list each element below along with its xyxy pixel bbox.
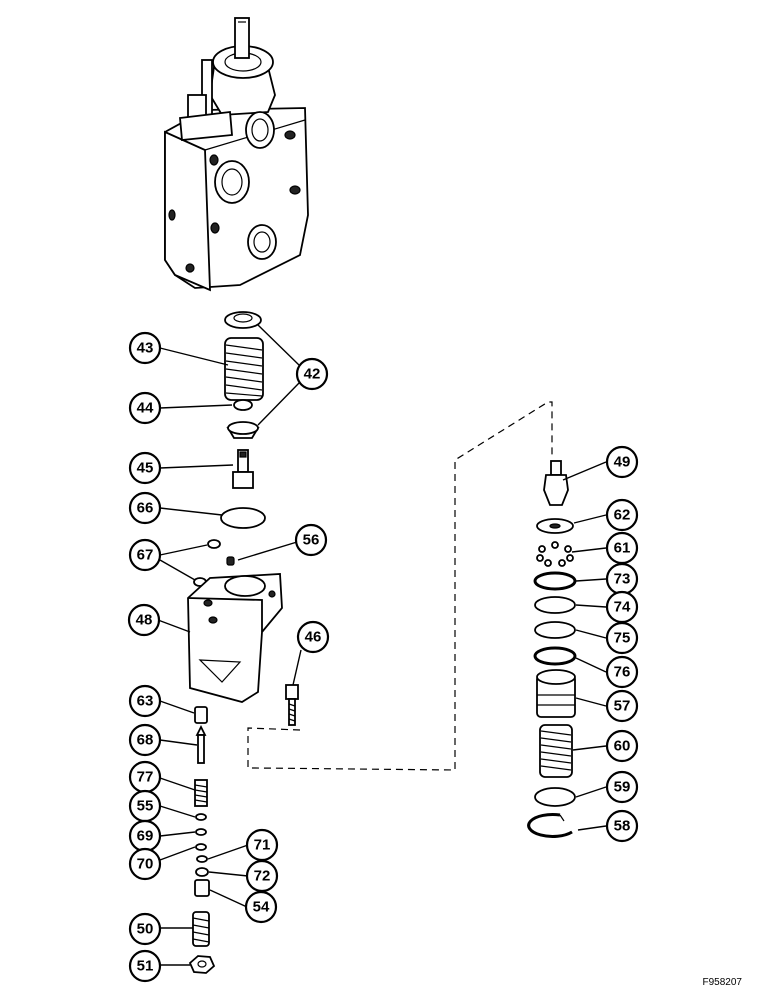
callout-66-label: 66 [137, 500, 154, 517]
ring-69 [195, 828, 207, 836]
callout-55-label: 55 [137, 798, 154, 815]
pin-68 [195, 724, 207, 764]
valve-section-body [164, 17, 309, 292]
callout-57: 57 [605, 689, 639, 723]
callout-51: 51 [128, 949, 162, 983]
detent-sleeve-57 [536, 669, 576, 718]
callout-58-label: 58 [614, 818, 631, 835]
callout-74-label: 74 [614, 599, 631, 616]
callout-70: 70 [128, 847, 162, 881]
spring-77 [194, 779, 208, 807]
callout-70-label: 70 [137, 856, 154, 873]
callout-42-label: 42 [304, 366, 321, 383]
callout-50-label: 50 [137, 921, 154, 938]
bolt-46 [285, 684, 299, 726]
ring-75 [534, 621, 576, 639]
callout-46: 46 [296, 620, 330, 654]
o-ring-67-a [207, 539, 221, 549]
callout-51-label: 51 [137, 958, 154, 975]
callout-48-label: 48 [136, 612, 153, 629]
callout-63-label: 63 [137, 693, 154, 710]
bolt-45 [232, 449, 254, 489]
callout-44: 44 [128, 391, 162, 425]
ring-70 [195, 843, 207, 851]
callout-68: 68 [128, 723, 162, 757]
spring-43 [224, 337, 264, 401]
callout-55: 55 [128, 789, 162, 823]
callout-54: 54 [244, 890, 278, 924]
spring-50 [192, 911, 210, 947]
callout-67: 67 [128, 538, 162, 572]
callout-44-label: 44 [137, 400, 154, 417]
callout-62: 62 [605, 498, 639, 532]
callout-42: 42 [295, 357, 329, 391]
o-ring-66 [220, 507, 266, 529]
callout-56-label: 56 [303, 532, 320, 549]
washer-62 [536, 518, 574, 534]
callout-76-label: 76 [614, 664, 631, 681]
retainer-lower-42 [226, 421, 260, 439]
callout-57-label: 57 [614, 698, 631, 715]
spring-60 [539, 724, 573, 778]
callout-62-label: 62 [614, 507, 631, 524]
callout-49: 49 [605, 445, 639, 479]
nut-51 [188, 955, 216, 974]
callout-71-label: 71 [254, 837, 271, 854]
callout-67-label: 67 [137, 547, 154, 564]
callout-60: 60 [605, 729, 639, 763]
callout-71: 71 [245, 828, 279, 862]
callout-73: 73 [605, 562, 639, 596]
callout-77: 77 [128, 760, 162, 794]
leader-lines [157, 324, 607, 966]
callout-59-label: 59 [614, 779, 631, 796]
callout-61-label: 61 [614, 540, 631, 557]
callout-48: 48 [127, 603, 161, 637]
callout-43: 43 [128, 331, 162, 365]
balls-61 [536, 541, 574, 567]
callout-54-label: 54 [253, 899, 270, 916]
ring-71 [196, 855, 208, 863]
callout-69-label: 69 [137, 828, 154, 845]
callout-58: 58 [605, 809, 639, 843]
ring-74 [534, 596, 576, 614]
callout-56: 56 [294, 523, 328, 557]
callout-46-label: 46 [305, 629, 322, 646]
callout-45: 45 [128, 451, 162, 485]
callout-75-label: 75 [614, 630, 631, 647]
retainer-upper-42 [224, 311, 262, 329]
callout-45-label: 45 [137, 460, 154, 477]
plug-56 [226, 556, 235, 566]
callout-43-label: 43 [137, 340, 154, 357]
callout-72-label: 72 [254, 868, 271, 885]
detent-plunger-49 [543, 460, 569, 506]
snap-ring-58 [527, 812, 573, 838]
callout-59: 59 [605, 770, 639, 804]
callout-66: 66 [128, 491, 162, 525]
ring-76 [533, 646, 577, 666]
callout-76: 76 [605, 655, 639, 689]
callout-61: 61 [605, 531, 639, 565]
callout-49-label: 49 [614, 454, 631, 471]
ring-72 [195, 867, 209, 877]
callout-63: 63 [128, 684, 162, 718]
ring-55 [195, 813, 207, 821]
washer-44 [233, 399, 253, 411]
ring-73 [533, 571, 577, 591]
callout-74: 74 [605, 590, 639, 624]
plug-63 [194, 706, 208, 724]
poppet-54 [194, 879, 210, 897]
assembly-dashed-line [247, 401, 553, 771]
callout-68-label: 68 [137, 732, 154, 749]
callout-75: 75 [605, 621, 639, 655]
callout-69: 69 [128, 819, 162, 853]
callout-60-label: 60 [614, 738, 631, 755]
callout-77-label: 77 [137, 769, 154, 786]
callout-72: 72 [245, 859, 279, 893]
figure-id: F958207 [702, 977, 742, 988]
callout-73-label: 73 [614, 571, 631, 588]
callout-50: 50 [128, 912, 162, 946]
disc-59 [534, 787, 576, 807]
cap-housing-48 [187, 573, 283, 703]
